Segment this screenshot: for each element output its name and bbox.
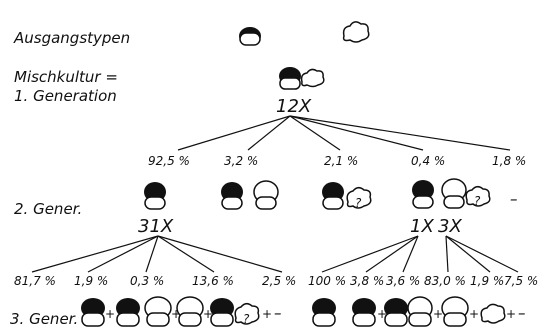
gen2-type-2-dark-and-white [221,180,279,210]
parent-cloud-shape [342,21,370,43]
branch-lines-gen1 [177,115,511,151]
gen2-count-left: 31X [138,216,174,237]
label-mischkultur: Mischkultur = [14,68,118,86]
gen3-right-percent-2: 3,8 % [350,274,384,288]
gen3-left-percent-4: 13,6 % [192,274,234,288]
gen1-count: 12X [276,96,312,117]
gen2-count-right-1: 1X [410,216,434,237]
gen2-percent-3: 2,1 % [324,154,358,168]
gen2-type-3-question: ? [355,196,362,210]
gen2-percent-4: 0,4 % [411,154,445,168]
gen2-percent-5: 1,8 % [492,154,526,168]
gen3-right-percent-1: 100 % [308,274,346,288]
gen2-type-3-dark-and-cloud: ? [322,182,372,210]
gen3-right-type-2 [352,298,376,327]
gen3-right-plus-3: + [469,307,479,321]
gen3-left-type-2 [116,296,172,327]
gen3-left-plus-4: + [262,307,272,321]
gen3-left-percent-1: 81,7 % [14,274,56,288]
gen3-left-question: ? [243,312,250,326]
gen3-left-plus-3: + [203,307,213,321]
gen3-right-percent-6: 7,5 % [504,274,538,288]
gen1-dark-mushroom [279,67,301,90]
gen3-left-plus-1: + [105,307,115,321]
gen3-left-dash: – [274,304,282,322]
label-ausgangstypen: Ausgangstypen [13,29,130,47]
gen2-type-4-question: ? [474,194,481,208]
gen2-count-right-2: 3X [438,216,462,237]
gen3-right-type-1 [312,298,336,327]
gen2-type-4-dark-white-cloud: ? [412,178,491,209]
gen3-right-plus-4: + [506,307,516,321]
gen3-left-type-4: ? [210,298,260,327]
gen3-right-cloud-shape [480,303,506,324]
gen3-left-percent-2: 1,9 % [74,274,108,288]
gen2-percent-1: 92,5 % [148,154,190,168]
gen3-left-percent-3: 0,3 % [130,274,164,288]
gen3-right-type-4 [441,296,469,327]
gen2-type-5-dash: – [510,190,518,208]
label-third-generation: 3. Gener. [10,310,78,328]
gen3-right-plus-1: + [377,307,387,321]
gen3-right-plus-2: + [433,307,443,321]
branch-lines-right [321,235,519,273]
gen2-percent-2: 3,2 % [224,154,258,168]
gen3-right-percent-5: 1,9 % [470,274,504,288]
gen3-right-percent-3: 3,6 % [386,274,420,288]
gen3-right-percent-4: 83,0 % [424,274,466,288]
parent-dark-mushroom [239,27,261,46]
branch-lines-left [31,235,283,273]
gen3-left-percent-5: 2,5 % [262,274,296,288]
label-first-generation: 1. Generation [14,87,117,105]
gen2-type-1-dark [144,182,166,210]
gen3-left-plus-2: + [171,307,181,321]
gen3-left-type-1 [81,298,105,327]
gen3-right-type-3 [384,296,433,327]
label-second-generation: 2. Gener. [14,200,82,218]
gen3-right-dash: – [518,304,526,322]
gen1-cloud-shape [300,68,325,88]
gen3-left-type-3 [176,296,204,327]
